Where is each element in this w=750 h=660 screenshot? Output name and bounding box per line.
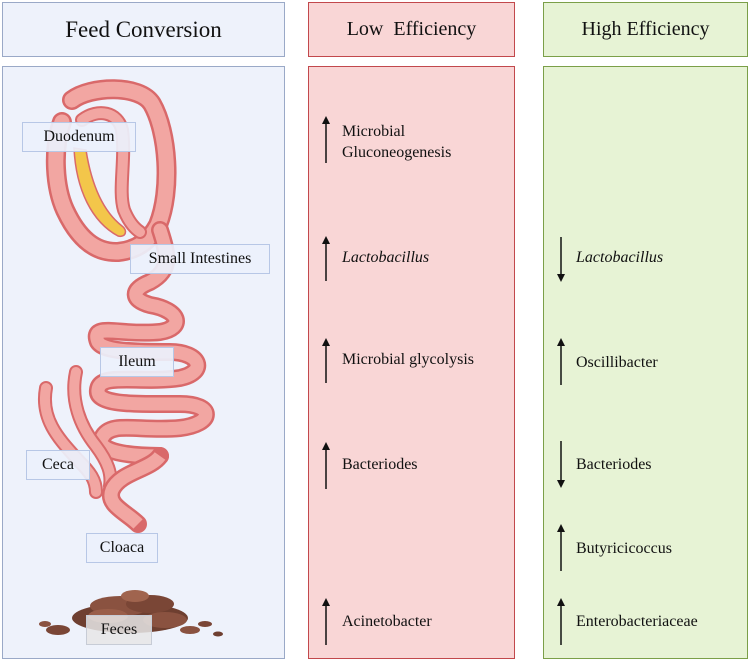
- low-item-bacteriodes: Bacteriodes: [342, 456, 418, 473]
- high-efficiency-header: High Efficiency: [543, 2, 748, 57]
- high-item-lactobacillus: Lactobacillus: [576, 249, 664, 266]
- feces-label: Feces: [86, 615, 152, 645]
- arrow-up-icon: [322, 116, 330, 163]
- feces-text: Feces: [100, 621, 138, 638]
- duodenum-label: Duodenum: [22, 122, 136, 152]
- feed-conversion-header: Feed Conversion: [2, 2, 285, 57]
- arrow-down-icon: [557, 441, 565, 488]
- ileum-text: Ileum: [118, 353, 156, 370]
- low-efficiency-panel: [308, 66, 515, 659]
- low-item-gluconeogenesis-line1: Microbial: [342, 123, 406, 140]
- small-intestines-text: Small Intestines: [148, 250, 252, 267]
- arrow-up-icon: [322, 442, 330, 489]
- small-intestines-label: Small Intestines: [130, 244, 270, 274]
- ceca-text: Ceca: [42, 456, 74, 473]
- high-efficiency-title: High Efficiency: [581, 18, 710, 40]
- high-item-enterobacteriaceae: Enterobacteriaceae: [576, 613, 698, 630]
- high-item-butyricicoccus: Butyricicoccus: [576, 540, 672, 557]
- high-item-oscillibacter: Oscillibacter: [576, 354, 658, 371]
- duodenum-text: Duodenum: [43, 128, 115, 145]
- high-efficiency-panel: [543, 66, 748, 659]
- arrow-up-icon: [322, 236, 330, 281]
- low-item-acinetobacter: Acinetobacter: [342, 613, 432, 630]
- ceca-label: Ceca: [26, 450, 90, 480]
- ileum-label: Ileum: [100, 347, 174, 377]
- arrow-up-icon: [557, 338, 565, 385]
- low-item-lactobacillus: Lactobacillus: [342, 249, 430, 266]
- cloaca-label: Cloaca: [86, 533, 158, 563]
- low-efficiency-title: Low Efficiency: [346, 18, 477, 40]
- low-item-gluconeogenesis: Microbial Gluconeogenesis: [342, 121, 451, 163]
- pancreas-shape: [73, 147, 127, 238]
- arrow-up-icon: [557, 524, 565, 571]
- low-item-gluconeogenesis-line2: Gluconeogenesis: [342, 144, 452, 161]
- low-efficiency-header: Low Efficiency: [308, 2, 515, 57]
- high-item-bacteriodes: Bacteriodes: [576, 456, 652, 473]
- arrow-up-icon: [557, 598, 565, 645]
- arrow-down-icon: [557, 237, 565, 282]
- arrow-up-icon: [322, 598, 330, 645]
- cloaca-text: Cloaca: [99, 539, 145, 556]
- arrow-up-icon: [322, 338, 330, 383]
- feed-conversion-title: Feed Conversion: [65, 16, 222, 42]
- low-item-glycolysis: Microbial glycolysis: [342, 351, 474, 368]
